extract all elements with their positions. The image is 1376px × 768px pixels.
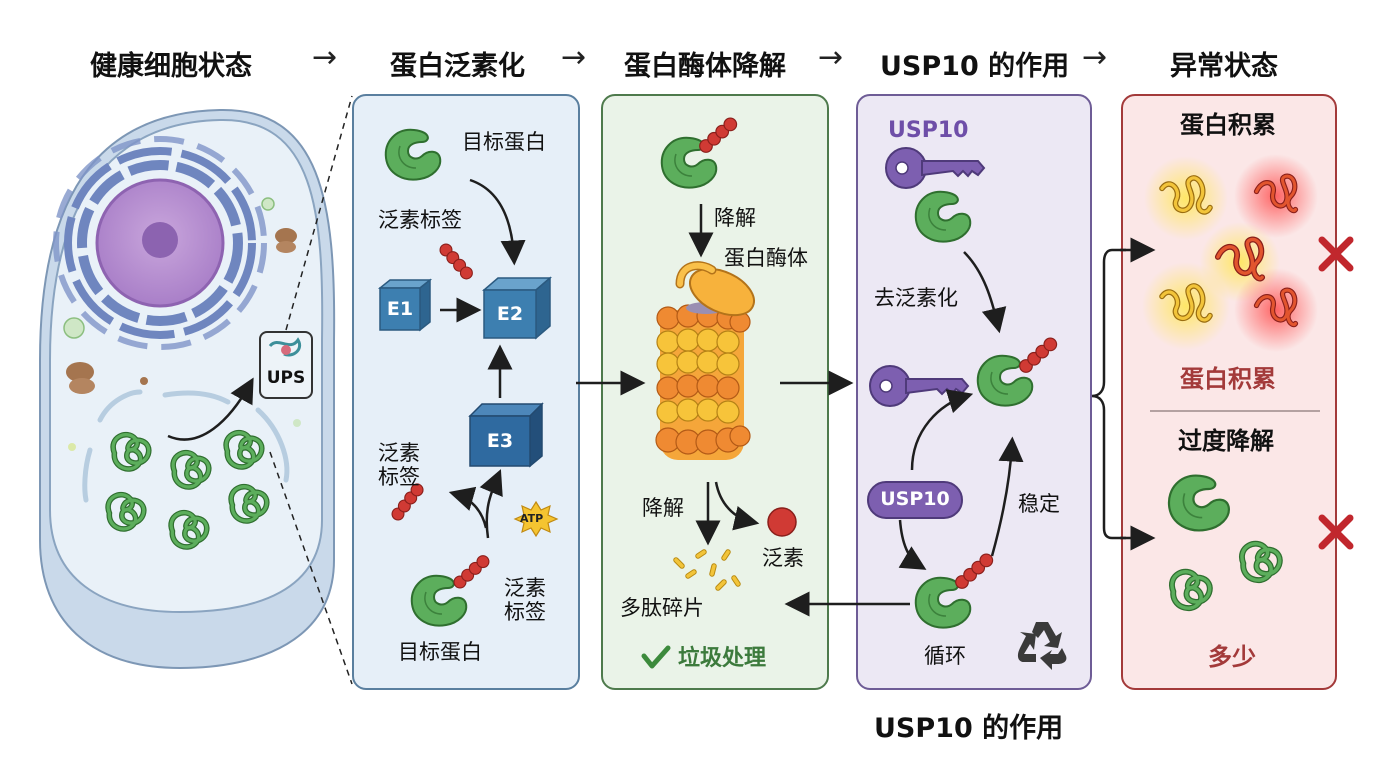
label-degrade-top: 降解 xyxy=(714,206,756,230)
label-accumulation-title: 蛋白积累 xyxy=(1180,111,1276,139)
header-step-healthy-cell: 健康细胞状态 xyxy=(90,51,252,82)
header-step-ubiquitination: 蛋白泛素化 xyxy=(390,51,525,82)
label-degrade-bottom: 降解 xyxy=(642,496,684,520)
label-target-protein-bottom: 目标蛋白 xyxy=(398,640,482,664)
label-peptide-fragments: 多肽碎片 xyxy=(620,596,704,620)
label-accumulation-caption: 蛋白积累 xyxy=(1180,365,1276,393)
label-recycle: 循环 xyxy=(924,644,966,668)
header-arrow-3: → xyxy=(818,40,844,75)
label-target-protein-top: 目标蛋白 xyxy=(462,130,546,154)
label-stabilize: 稳定 xyxy=(1018,492,1060,516)
label-overdegradation-title: 过度降解 xyxy=(1178,427,1274,455)
label-garbage-disposal: 垃圾处理 xyxy=(678,646,767,671)
label-overdegradation-caption: 多少 xyxy=(1208,643,1256,671)
enzyme-e3: E3 xyxy=(486,430,514,452)
usp10-caption: USP10 的作用 xyxy=(874,713,1064,744)
panel-usp10 xyxy=(856,94,1092,690)
usp10-pill: USP10 xyxy=(880,488,950,510)
header-step-usp10: USP10 的作用 xyxy=(880,51,1070,82)
ups-label: UPS xyxy=(266,368,306,388)
enzyme-e1: E1 xyxy=(386,298,414,320)
label-ubiquitin: 泛素 xyxy=(762,546,804,570)
label-proteasome: 蛋白酶体 xyxy=(724,246,808,270)
enzyme-e2: E2 xyxy=(496,303,524,325)
header-step-abnormal: 异常状态 xyxy=(1170,51,1278,82)
atp-badge: ATP xyxy=(520,512,544,525)
label-deubiquitination: 去泛素化 xyxy=(874,286,958,310)
label-usp10-title: USP10 xyxy=(888,118,969,143)
header-arrow-2: → xyxy=(561,40,587,75)
cell-illustration xyxy=(39,95,353,685)
header-arrow-1: → xyxy=(312,40,338,75)
header-step-proteasome: 蛋白酶体降解 xyxy=(624,51,786,82)
label-ub-tag-left: 泛素 标签 xyxy=(378,441,420,490)
header-arrow-4: → xyxy=(1082,40,1108,75)
label-ub-tag-right: 泛素 标签 xyxy=(504,576,546,625)
label-ub-tag-top: 泛素标签 xyxy=(378,208,462,232)
